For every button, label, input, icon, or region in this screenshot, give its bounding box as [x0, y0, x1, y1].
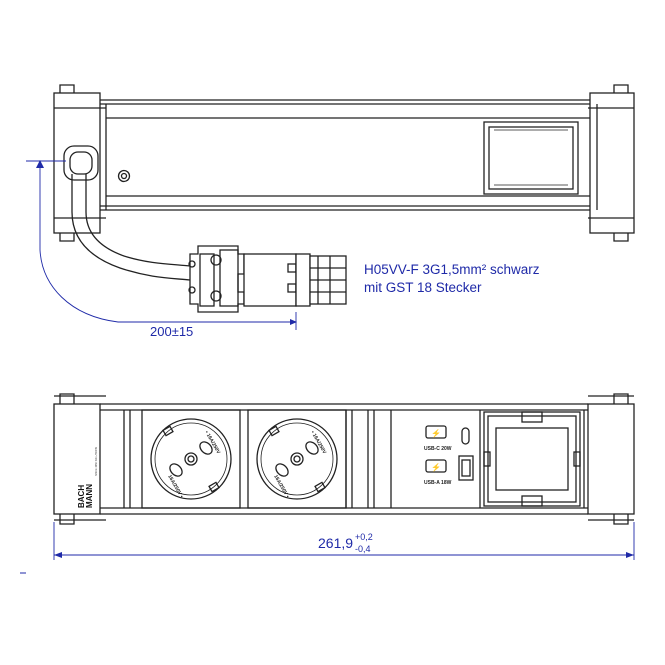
profile-body-top	[100, 99, 598, 211]
cable-spec-line1: H05VV-F 3G1,5mm² schwarz	[364, 262, 540, 277]
overall-length-label: 261,9	[318, 535, 353, 551]
square-module-top	[483, 121, 579, 195]
brand-subline: SINCE 1950 SOLUTIONS	[95, 447, 98, 476]
usb-module	[425, 425, 474, 481]
square-module-front	[483, 411, 581, 507]
usb-a-label: USB-A 18W	[424, 480, 452, 486]
brand-logo-line2: MANN	[85, 484, 94, 508]
socket-2	[247, 409, 347, 509]
cable	[71, 174, 191, 281]
screw-hole	[117, 169, 131, 183]
tolerance-upper: +0,2	[355, 532, 373, 542]
cable-dimension	[26, 160, 297, 330]
brand-logo-line1: BACH	[77, 485, 86, 508]
top-view	[53, 84, 635, 313]
cable-length-label: 200±15	[150, 324, 193, 339]
length-dimension	[53, 522, 635, 560]
cable-grommet	[63, 145, 99, 181]
socket-1	[141, 409, 241, 509]
gst18-connector	[188, 245, 347, 313]
front-left-cap	[53, 393, 106, 525]
right-end-cap	[588, 84, 635, 242]
usb-a-lightning-icon: ⚡	[431, 462, 441, 472]
cable-spec-line2: mit GST 18 Stecker	[364, 280, 482, 295]
front-right-cap	[587, 393, 635, 525]
usb-c-lightning-icon: ⚡	[431, 428, 441, 438]
usb-c-label: USB-C 20W	[424, 446, 452, 452]
tolerance-lower: -0,4	[355, 544, 371, 554]
front-view	[53, 393, 635, 525]
